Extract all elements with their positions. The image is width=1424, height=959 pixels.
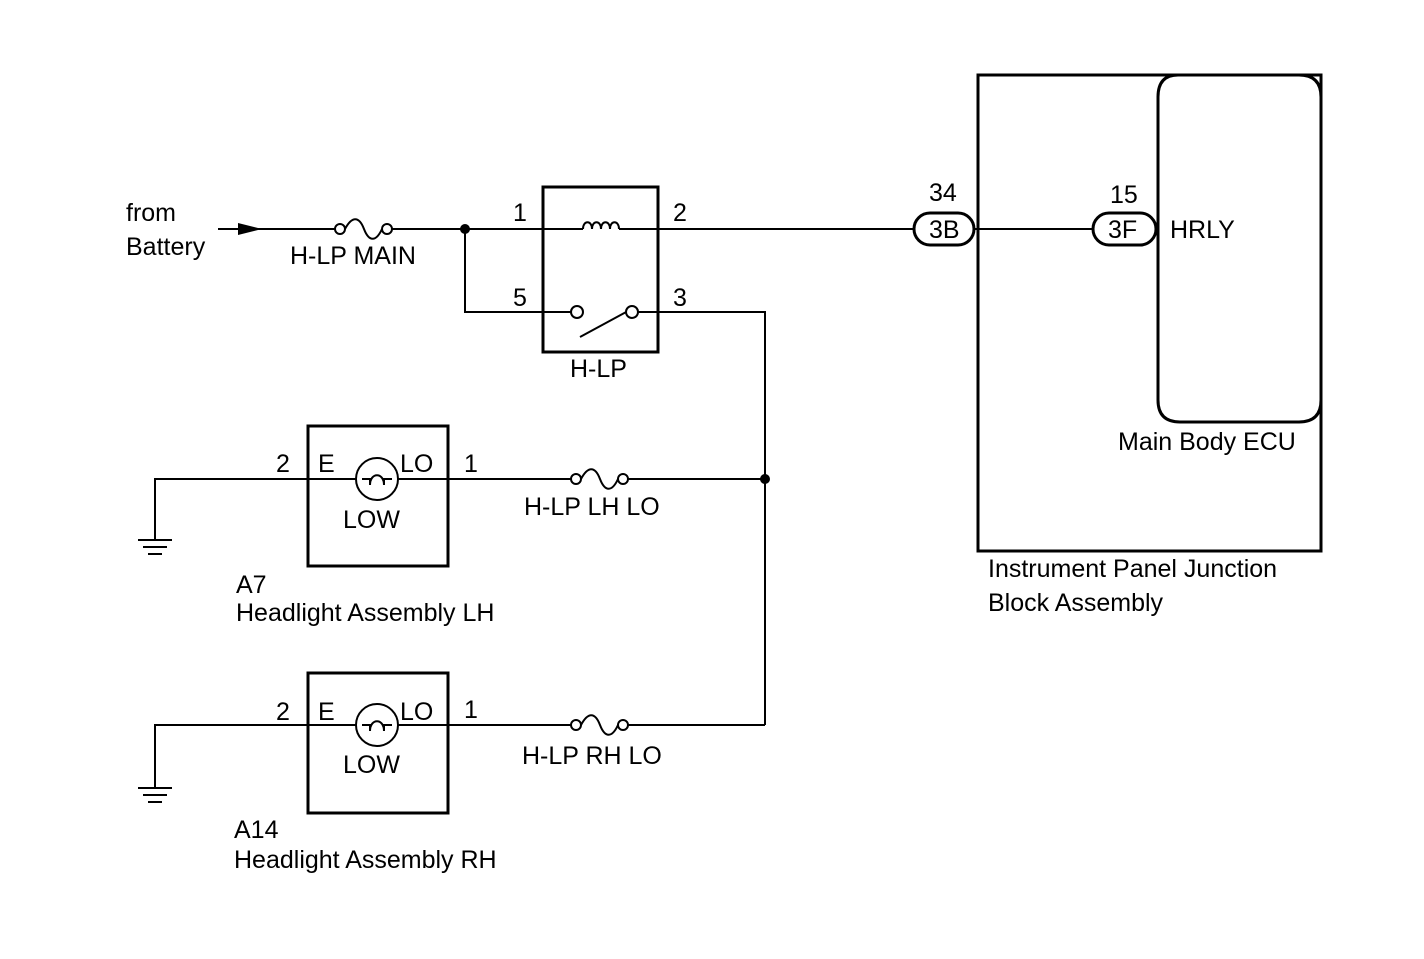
ecu-connector: [1091, 211, 1158, 247]
fuse-terminal-icon: [617, 473, 629, 485]
ground-icon: [138, 539, 172, 555]
battery-arrow-icon: [238, 223, 262, 235]
switch-output-wire: [658, 311, 766, 725]
fuse-element-icon: [580, 714, 619, 736]
rh-name: Headlight Assembly RH: [234, 846, 497, 874]
rh-bulb-label: LOW: [343, 751, 400, 779]
relay-contact-icon: [625, 305, 639, 319]
fuse-terminal-icon: [570, 719, 582, 731]
battery-label-battery: Battery: [126, 233, 206, 261]
relay-name: H-LP: [570, 355, 627, 383]
bulb-filament-icon: [362, 474, 392, 486]
relay-coil-icon: [582, 221, 620, 230]
headlight-lh: 2 E LO 1 LOW A7 Headlight Assembly LH: [138, 424, 494, 627]
rh-terminal-e: E: [318, 698, 335, 726]
lh-code: A7: [236, 571, 267, 599]
bulb-filament-icon: [362, 720, 392, 732]
relay-pin-2: 2: [673, 199, 687, 227]
relay-pin-3: 3: [673, 284, 687, 312]
relay-switch-blade-icon: [579, 310, 629, 338]
lh-terminal-e: E: [318, 450, 335, 478]
battery-feed: from Battery: [126, 199, 336, 261]
headlight-rh: 2 E LO 1 LOW A14 Headlight Assembly RH: [138, 671, 497, 874]
rh-pin-lo: 1: [464, 696, 478, 724]
main-body-ecu: 15 3F HRLY Main Body ECU: [1091, 73, 1323, 456]
fuse-element-icon: [580, 468, 619, 490]
jb-connector-pin: 34: [929, 179, 957, 207]
rh-ground-wire: [154, 724, 308, 788]
lh-bulb-label: LOW: [343, 506, 400, 534]
headlight-rh-body: [306, 671, 450, 815]
relay-pin-5: 5: [513, 284, 527, 312]
fuse-terminal-icon: [570, 473, 582, 485]
fuse-rh-lo-label: H-LP RH LO: [522, 742, 662, 770]
fuse-h-lp-rh-lo: H-LP RH LO: [522, 714, 662, 770]
lh-pin-ground: 2: [276, 450, 290, 478]
junction-block-body: [976, 73, 1323, 553]
lh-ground-wire: [154, 478, 308, 540]
relay-contact-icon: [570, 305, 584, 319]
relay-pin-1: 1: [513, 199, 527, 227]
battery-label-from: from: [126, 199, 176, 227]
rh-code: A14: [234, 816, 279, 844]
junction-block-name-line2: Block Assembly: [988, 589, 1164, 617]
fuse-element-icon: [344, 218, 383, 240]
rh-terminal-lo: LO: [400, 698, 433, 726]
ecu-terminal-hrly: HRLY: [1170, 216, 1235, 244]
headlight-lh-body: [306, 424, 450, 568]
relay-switch-feed-wire: [464, 229, 571, 313]
relay-body: [541, 185, 660, 354]
ecu-name: Main Body ECU: [1118, 428, 1296, 456]
fuse-terminal-icon: [381, 223, 393, 235]
jb-connector-label: 3B: [929, 216, 960, 244]
fuse-lh-lo-label: H-LP LH LO: [524, 493, 660, 521]
relay-h-lp: 1 2 5 3 H-LP: [513, 185, 687, 383]
rh-pin-ground: 2: [276, 698, 290, 726]
lh-pin-lo: 1: [464, 450, 478, 478]
fuse-h-lp-main: H-LP MAIN: [290, 218, 416, 270]
ground-icon: [138, 787, 172, 803]
lh-terminal-lo: LO: [400, 450, 433, 478]
ecu-body: [1156, 73, 1323, 424]
junction-block-name-line1: Instrument Panel Junction: [988, 555, 1277, 583]
lh-name: Headlight Assembly LH: [236, 599, 494, 627]
fuse-main-label: H-LP MAIN: [290, 242, 416, 270]
fuse-terminal-icon: [617, 719, 629, 731]
ecu-connector-pin: 15: [1110, 181, 1138, 209]
fuse-h-lp-lh-lo: H-LP LH LO: [524, 468, 660, 521]
junction-block: 34 3B Instrument Panel Junction Block As…: [912, 73, 1323, 617]
ecu-connector-label: 3F: [1108, 216, 1137, 244]
fuse-terminal-icon: [334, 223, 346, 235]
